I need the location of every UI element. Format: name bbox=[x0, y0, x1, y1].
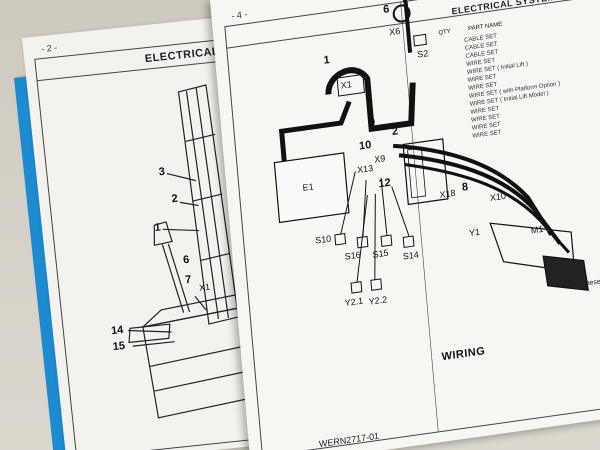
callout-14: 14 bbox=[110, 324, 124, 338]
callout-3: 3 bbox=[158, 165, 166, 179]
wiring-diagram bbox=[226, 0, 600, 433]
label-s2: S2 bbox=[416, 48, 429, 60]
wiring-callout-12: 12 bbox=[377, 176, 392, 191]
right-manual-page: - 4 - ELECTRICAL SYSTEM PART NAME QTY CA… bbox=[210, 0, 600, 450]
label-x9: X9 bbox=[373, 153, 386, 165]
callout-15: 15 bbox=[112, 339, 126, 354]
wiring-callout-8: 8 bbox=[461, 180, 469, 194]
label-m1: M1 bbox=[530, 223, 544, 236]
callout-6: 6 bbox=[182, 253, 190, 267]
callout-1: 1 bbox=[153, 221, 162, 235]
stacker-truck-drawing bbox=[36, 50, 318, 419]
wiring-callout-9: 9 bbox=[368, 116, 376, 130]
callout-7: 7 bbox=[184, 273, 192, 287]
wiring-callout-2: 2 bbox=[391, 125, 399, 138]
label-e1: E1 bbox=[302, 181, 314, 193]
wiring-callout-6: 6 bbox=[382, 3, 390, 16]
connector-x1-label: X1 bbox=[198, 281, 211, 293]
left-manual-page: - 2 - ELECTRICAL SYS bbox=[22, 6, 366, 450]
label-x6: X6 bbox=[388, 25, 401, 38]
label-x1: X1 bbox=[340, 79, 353, 91]
label-y1: Y1 bbox=[468, 226, 481, 239]
wiring-callout-1: 1 bbox=[323, 53, 331, 67]
wiring-callout-10: 10 bbox=[358, 138, 372, 153]
callout-2: 2 bbox=[171, 192, 179, 206]
